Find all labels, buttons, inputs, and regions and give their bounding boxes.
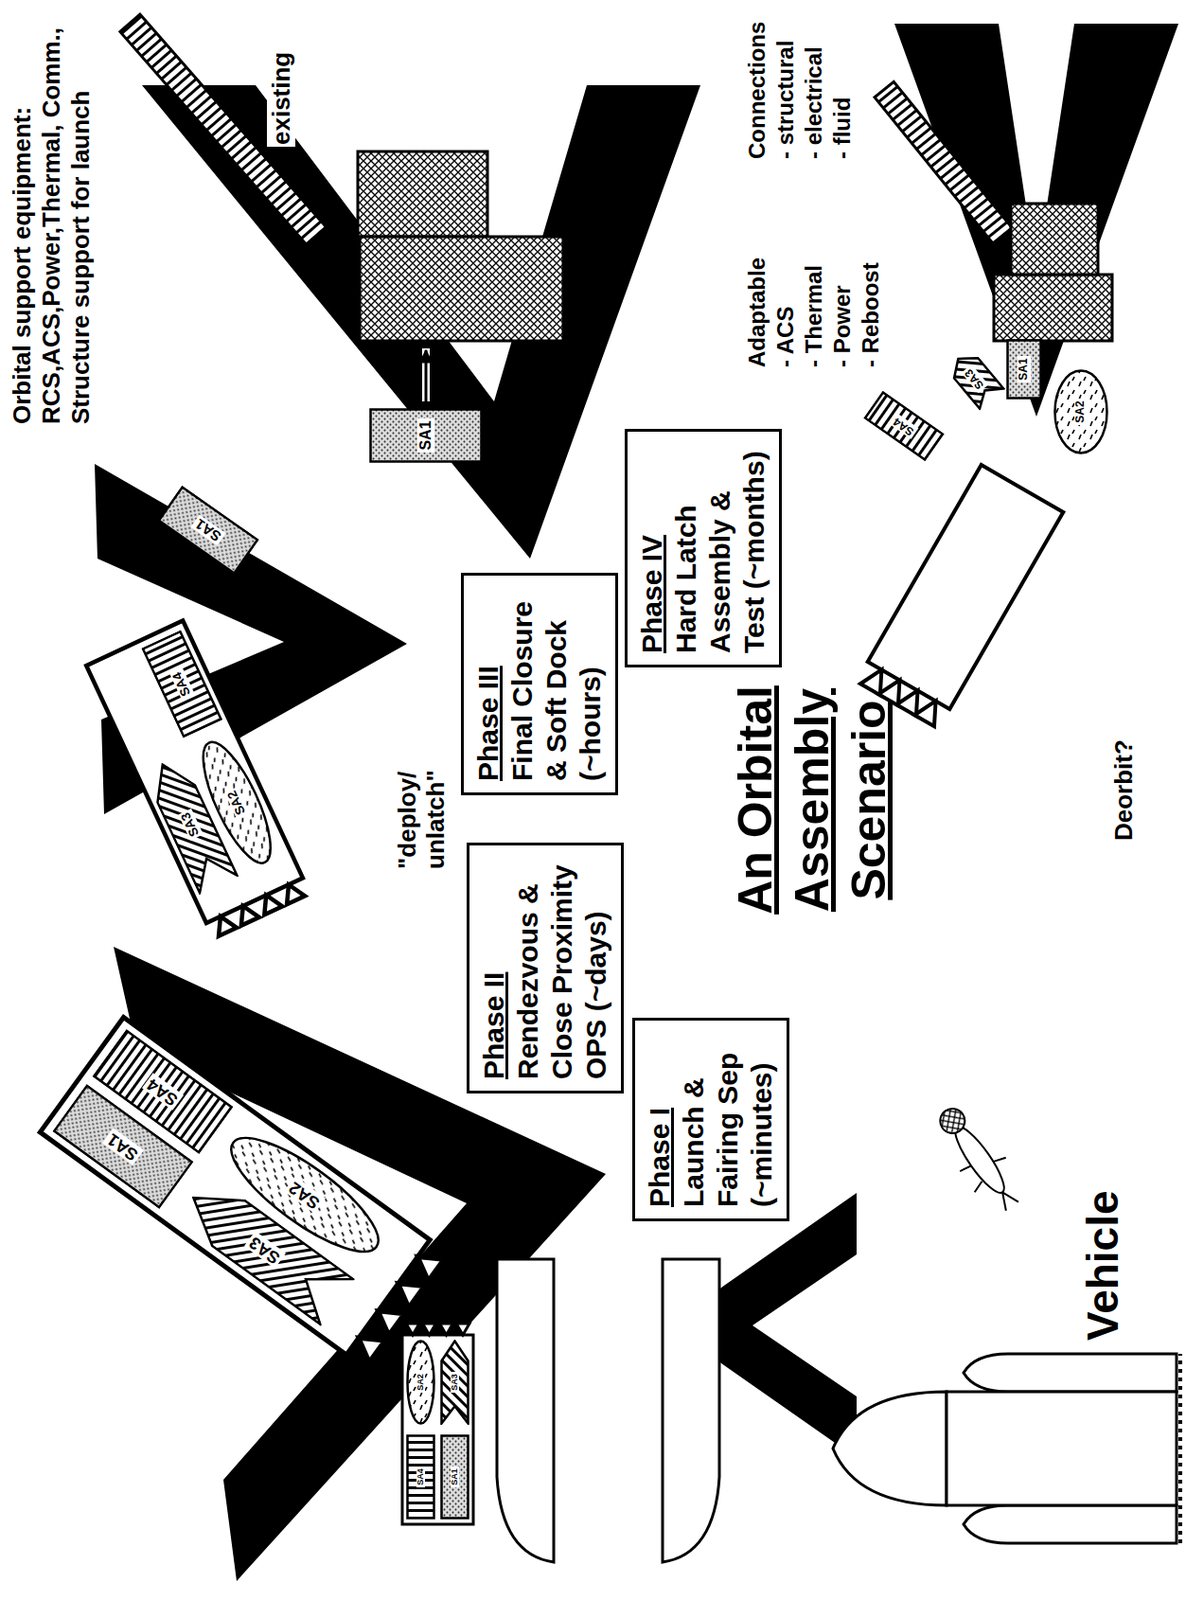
diagram-title: An Orbital Assembly Scenario xyxy=(726,667,898,933)
module-outline xyxy=(1055,371,1108,454)
assembly-module: SA2 xyxy=(406,1339,436,1425)
phase-box: Phase IIRendezvous & Close Proximity OPS… xyxy=(466,842,624,1094)
chevron xyxy=(141,85,701,559)
solar-array xyxy=(120,14,328,246)
annotation: - structural xyxy=(771,38,800,161)
assembly-module: SA2 xyxy=(1053,369,1109,455)
module-outline xyxy=(407,1341,435,1424)
module-outline xyxy=(1008,340,1042,399)
assembly-module: SA3 xyxy=(440,1339,470,1425)
chevron xyxy=(894,23,1179,417)
module-outline xyxy=(216,1119,393,1270)
module-outline xyxy=(159,487,258,574)
module-label: SA1 xyxy=(1017,355,1030,382)
module-label: SA3 xyxy=(450,1371,461,1393)
module-label: SA2 xyxy=(1074,398,1087,425)
phase-heading: Phase III xyxy=(471,586,506,781)
module-outline xyxy=(442,1435,469,1519)
phase-description: Hard Latch Assembly & Test (~months) xyxy=(669,442,772,654)
assembly-module: SA1 xyxy=(369,407,483,463)
phase-heading: Phase IV xyxy=(635,442,670,654)
approach-arrow xyxy=(424,350,428,402)
assembly-module: SA1 xyxy=(1006,338,1043,400)
annotation: Deorbit? xyxy=(1109,737,1138,843)
station-modules xyxy=(357,151,564,341)
annotation: Orbital support equipment: RCS,ACS,Power… xyxy=(7,15,96,426)
annotation: Connections xyxy=(743,19,772,161)
annotation: Vehicle xyxy=(1077,1187,1129,1343)
module-outline xyxy=(407,1435,435,1519)
module-outline xyxy=(142,631,222,737)
phase-box: Phase IIIFinal Closure & Soft Dock (~hou… xyxy=(460,572,619,796)
solar-array xyxy=(874,81,1013,245)
small-spacecraft xyxy=(926,1097,1031,1220)
stack-stage-1 xyxy=(39,1017,448,1369)
annotation: Adaptable xyxy=(743,255,772,370)
phase-description: Rendezvous & Close Proximity OPS (~days) xyxy=(511,856,614,1080)
annotation: - fluid xyxy=(828,95,857,161)
module-label: SA4 xyxy=(416,1466,426,1487)
phase-box: Phase ILaunch & Fairing Sep (~minutes) xyxy=(632,1017,790,1222)
module-outline xyxy=(865,391,943,460)
arrow-halo xyxy=(422,348,430,402)
phase-heading: Phase I xyxy=(642,1031,677,1207)
station-modules xyxy=(993,203,1113,341)
assembly-module: SA4 xyxy=(406,1433,436,1520)
chevrons xyxy=(94,23,1179,1581)
module-outline xyxy=(190,734,284,872)
stack-stage-2 xyxy=(86,620,310,939)
annotation: - Reboost xyxy=(856,260,886,370)
phase-description: Launch & Fairing Sep (~minutes) xyxy=(676,1031,779,1207)
assembly-module: SA4 xyxy=(863,389,945,461)
annotation: - Power xyxy=(828,283,857,370)
annotation: existing xyxy=(266,50,296,147)
assembly-module: SA3 xyxy=(944,346,1007,411)
stack-small xyxy=(402,1323,474,1524)
annotation: "deploy/ unlatch" xyxy=(392,753,450,871)
module-outline xyxy=(94,1030,233,1152)
annotation: - Thermal xyxy=(799,263,829,370)
module-label: SA2 xyxy=(416,1371,426,1393)
annotation: - electrical xyxy=(799,44,829,161)
phase-heading: Phase II xyxy=(477,856,512,1080)
phase-box: Phase IVHard Latch Assembly & Test (~mon… xyxy=(624,428,782,668)
module-label: SA1 xyxy=(417,418,435,452)
module-outline xyxy=(371,409,482,462)
module-outline xyxy=(946,348,1005,408)
deorbit-stage xyxy=(856,464,1064,729)
module-outline xyxy=(442,1341,469,1424)
module-label: SA1 xyxy=(450,1466,461,1487)
assembly-module: SA1 xyxy=(440,1433,470,1520)
annotation: - ACS xyxy=(771,304,800,370)
fairing xyxy=(496,1258,720,1562)
phase-description: Final Closure & Soft Dock (~hours) xyxy=(505,586,608,781)
launch-vehicle xyxy=(832,1353,1181,1543)
